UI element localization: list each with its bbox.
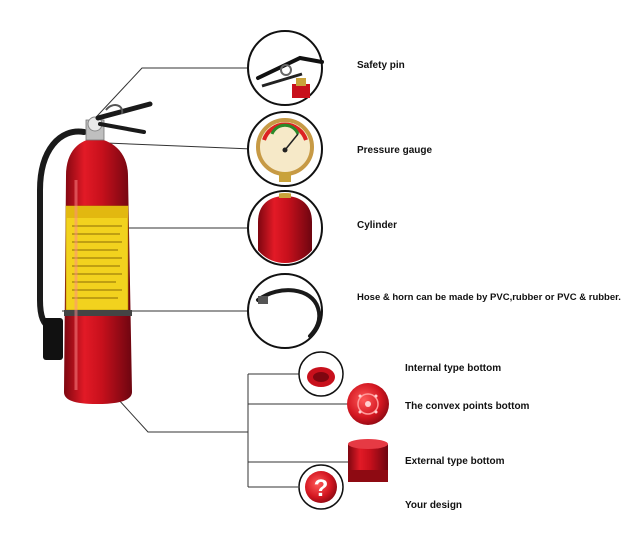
connector-safety-pin: [85, 67, 252, 129]
label-safety-pin: Safety pin: [357, 60, 405, 71]
external-bottom-detail: [348, 439, 388, 482]
fire-extinguisher-illustration: [37, 101, 153, 404]
label-text-lines: [72, 225, 122, 299]
handle-top: [95, 101, 153, 121]
question-icon: ?: [314, 475, 329, 502]
safety-pin-detail: [247, 30, 324, 106]
safety-pin-ring: [105, 104, 124, 115]
label-your-design: Your design: [405, 500, 463, 511]
label-external-bottom: External type bottom: [405, 456, 505, 467]
hose-detail: [247, 273, 323, 349]
your-design-detail: ?: [298, 464, 344, 510]
hose-strap: [64, 310, 132, 316]
pressure-gauge-detail: [247, 111, 323, 187]
handle-lower: [98, 122, 146, 134]
hose-nozzle: [43, 318, 63, 360]
internal-bottom-detail: [298, 351, 344, 397]
label-convex-bottom: The convex points bottom: [405, 401, 530, 412]
cylinder-detail: [247, 190, 323, 266]
connector-pressure-gauge: [105, 142, 253, 150]
label-hose-horn: Hose & horn can be made by PVC,rubber or…: [357, 292, 621, 303]
label-header: [66, 206, 128, 218]
convex-bottom-detail: [347, 383, 389, 425]
label-cylinder: Cylinder: [357, 220, 398, 231]
label-internal-bottom: Internal type bottom: [405, 363, 502, 374]
label-pressure-gauge: Pressure gauge: [357, 145, 433, 156]
